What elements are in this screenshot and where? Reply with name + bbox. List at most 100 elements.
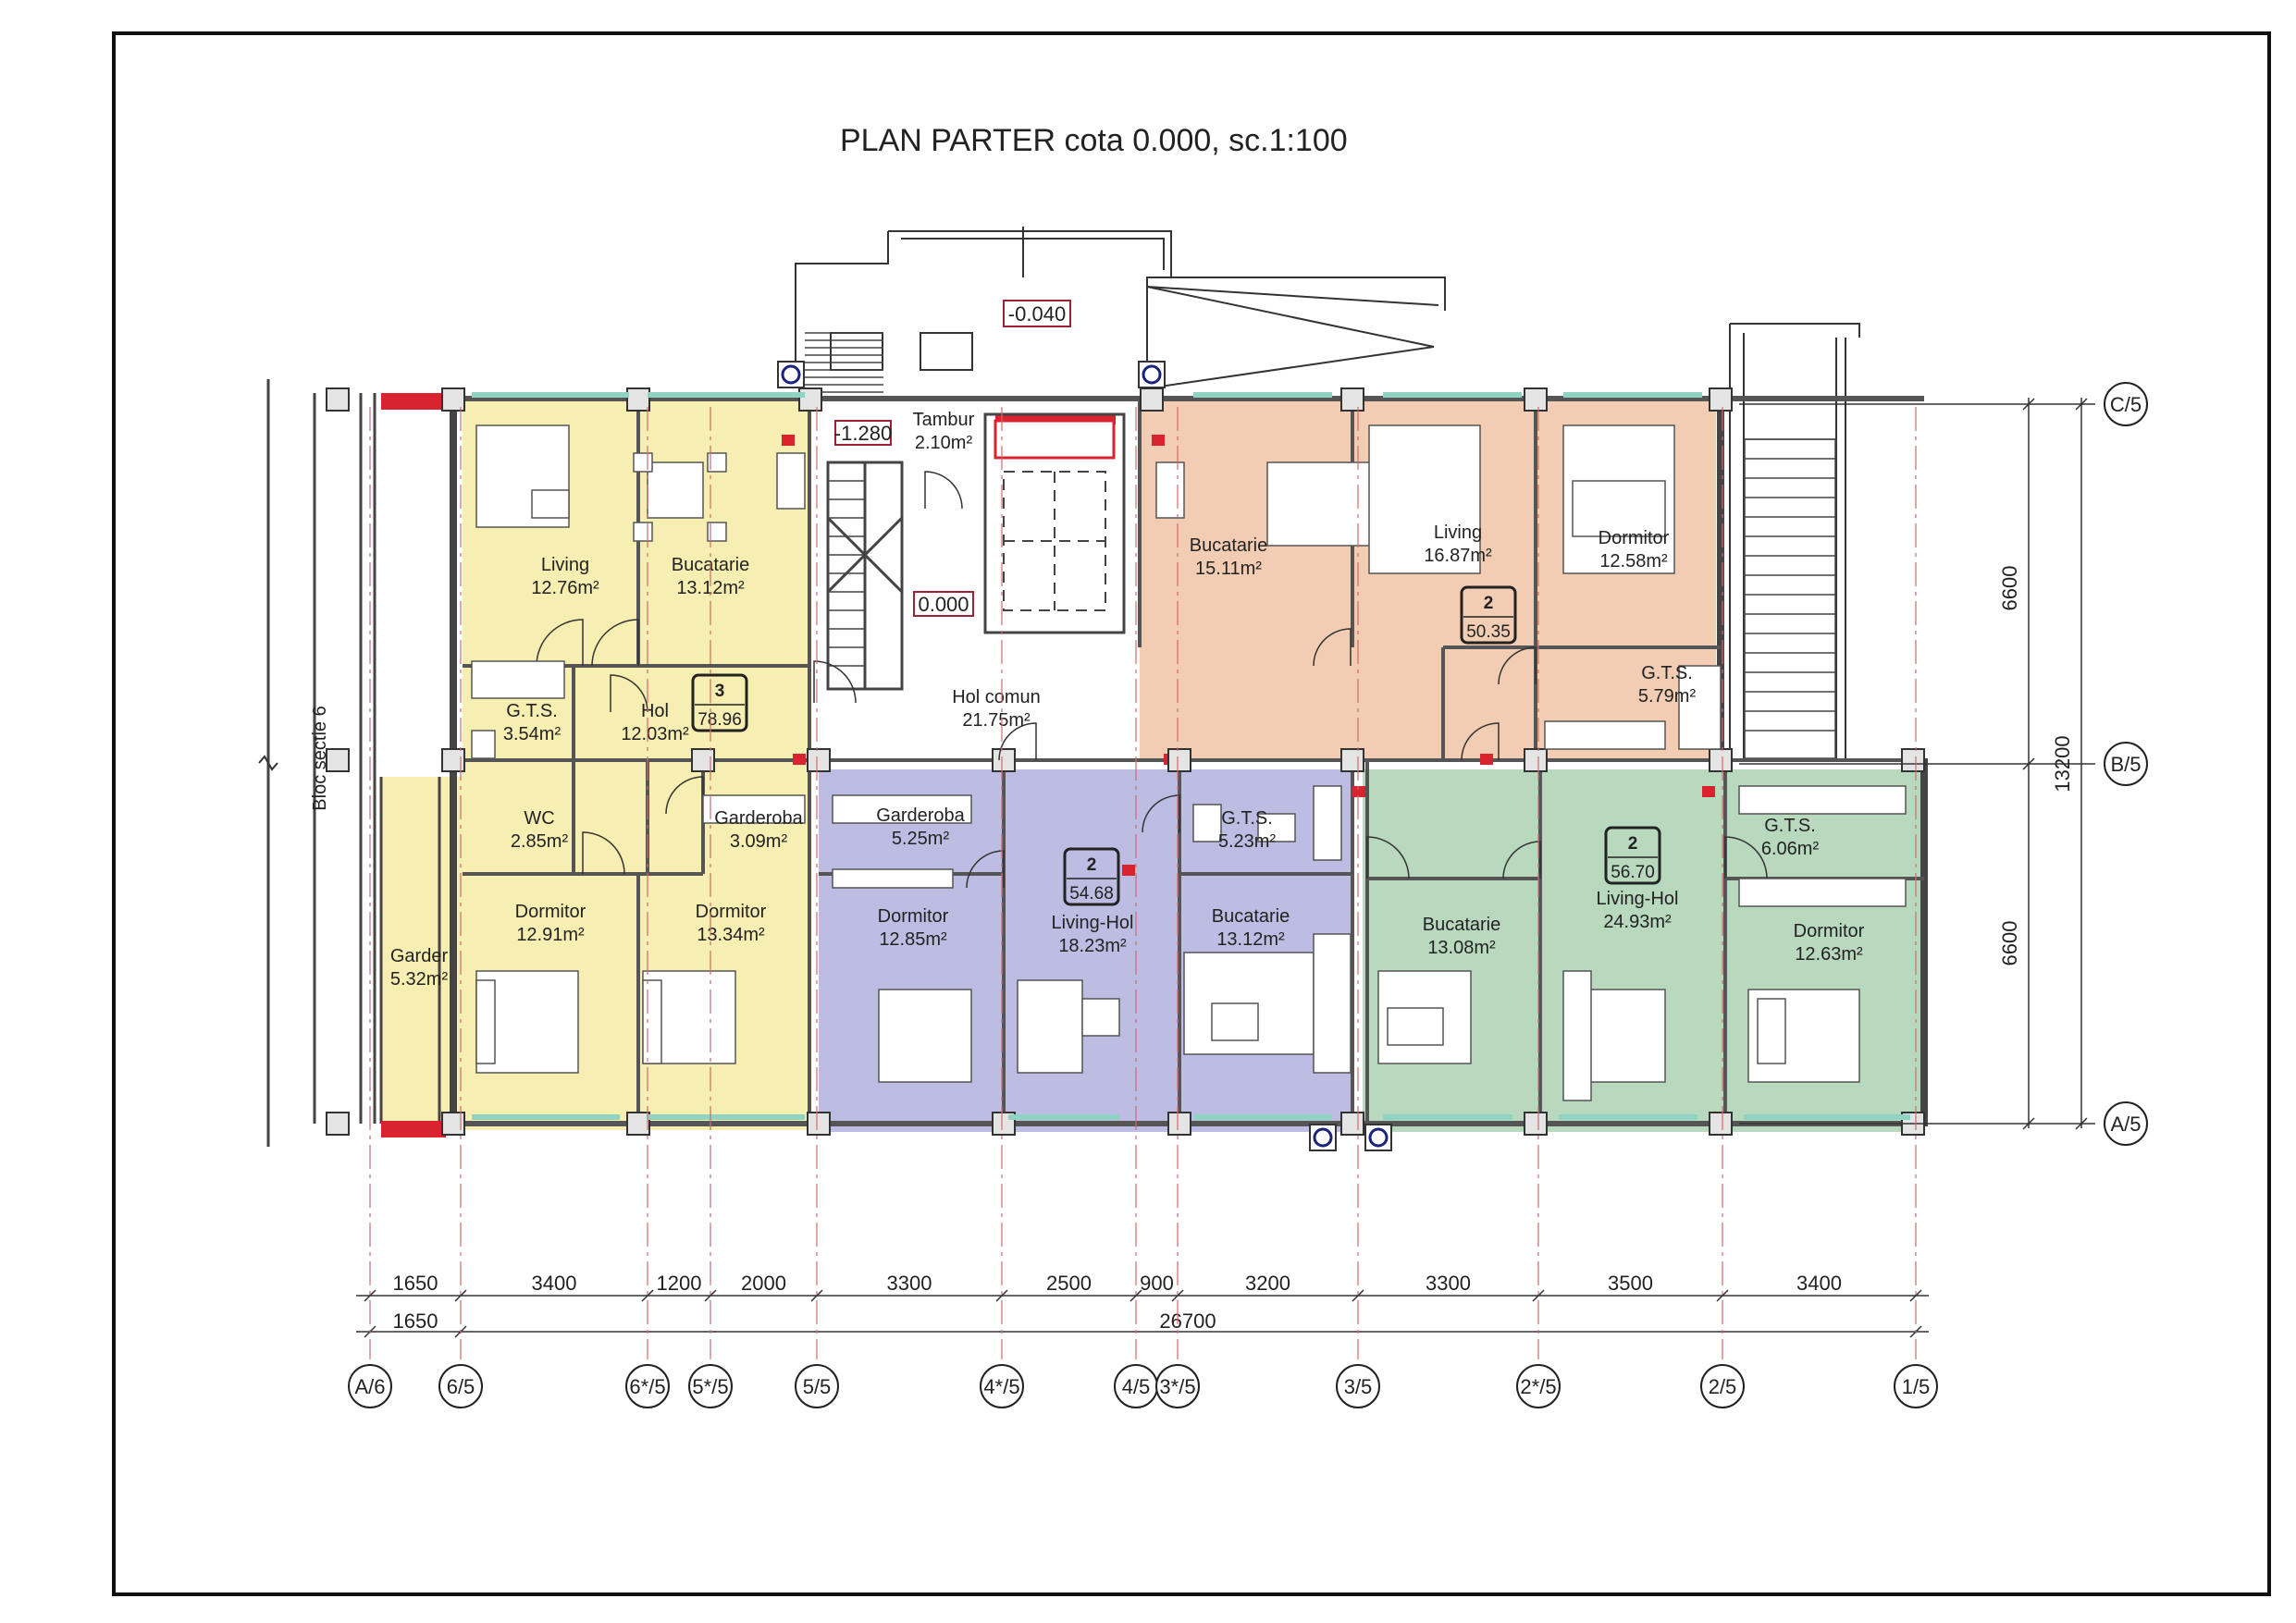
axis-label: 6*/5 [629, 1375, 665, 1398]
dim-value-vertical: 6600 [1998, 566, 2021, 611]
room-area: 5.32m² [390, 969, 449, 990]
column [1167, 748, 1191, 772]
axis-label: 3/5 [1344, 1375, 1373, 1398]
axis-bubble [1336, 1364, 1380, 1408]
window [648, 392, 805, 398]
dim-tick [641, 1289, 654, 1302]
dim-value: 2000 [741, 1272, 786, 1295]
vent-circle [1313, 1127, 1333, 1148]
window [1193, 392, 1332, 398]
window [648, 1114, 805, 1120]
room-area: 6.06m² [1761, 839, 1820, 859]
room-area: 13.34m² [697, 925, 765, 945]
furniture-piece [1738, 878, 1907, 907]
axis-label: 2*/5 [1520, 1375, 1556, 1398]
side-section-label: Bloc sectie 6 [310, 706, 330, 810]
room-area: 12.85m² [879, 929, 947, 950]
window [1008, 1114, 1119, 1120]
column [1167, 1112, 1191, 1136]
room-area: 3.54m² [503, 724, 562, 744]
level-tag-3: 0.000 [918, 593, 969, 616]
door-arc [582, 831, 625, 875]
room-labels: Living12.76m²Bucatarie13.12m²G.T.S.3.54m… [390, 410, 1865, 990]
dim-value: 2500 [1046, 1272, 1092, 1295]
axis-bubble [1155, 1364, 1200, 1408]
axis-label: 5/5 [803, 1375, 832, 1398]
column [992, 748, 1016, 772]
column [326, 748, 350, 772]
window [1563, 392, 1702, 398]
door-arc [1461, 722, 1500, 761]
apartment-area: 56.70 [1611, 863, 1655, 882]
axis-bubble [1516, 1364, 1561, 1408]
dim-value: 3500 [1608, 1272, 1653, 1295]
vent-shafts [777, 361, 1392, 1151]
column [992, 1112, 1016, 1136]
room-name: Hol [641, 701, 669, 721]
axis-bubble [688, 1364, 733, 1408]
dim-value: 900 [1140, 1272, 1174, 1295]
furniture-piece [707, 522, 727, 542]
axis-label: 2/5 [1709, 1375, 1737, 1398]
column [1524, 1112, 1548, 1136]
level-tag-1: -0.040 [1008, 302, 1066, 326]
apartment-rooms: 2 [1484, 594, 1494, 613]
dim-tick [1716, 1289, 1729, 1302]
furniture-piece [1155, 461, 1185, 519]
room-name: Tambur [913, 410, 975, 430]
vent-circle [1368, 1127, 1389, 1148]
axis-bubble [2104, 742, 2148, 786]
furniture-piece [1017, 979, 1083, 1074]
room-area: 2.85m² [511, 831, 569, 852]
level-box-3 [913, 591, 974, 617]
door-arc [998, 722, 1037, 761]
window [472, 1114, 620, 1120]
furniture-piece [1678, 665, 1722, 750]
room-name: Bucatarie [1190, 535, 1268, 556]
furniture-piece [633, 452, 653, 473]
door-arc [966, 850, 1005, 889]
room-name: Dormitor [1599, 528, 1670, 548]
room-name: Garderoba [876, 805, 965, 826]
furniture-piece [471, 730, 496, 759]
dim-tick [364, 1289, 376, 1302]
axis-label: 1/5 [1902, 1375, 1931, 1398]
column [326, 1112, 350, 1136]
door-arc [1502, 841, 1541, 879]
door-arc [1498, 646, 1537, 685]
furniture [471, 424, 1907, 1101]
axis-bubble [2104, 382, 2148, 426]
door-arc [1142, 794, 1180, 833]
apartment-rooms: 2 [1087, 855, 1097, 875]
column [1524, 387, 1548, 412]
column [1901, 748, 1925, 772]
dim-value-total: 26700 [1159, 1309, 1216, 1333]
dim-value: 1650 [393, 1309, 438, 1333]
furniture-piece [878, 989, 972, 1083]
furniture-piece [1313, 933, 1352, 1074]
furniture-piece [647, 461, 704, 519]
room-area: 21.75m² [962, 710, 1031, 731]
room-name: Hol comun [952, 687, 1041, 707]
furniture-piece [633, 522, 653, 542]
common-stair [826, 461, 904, 691]
room-name: Living [1434, 523, 1482, 543]
dim-value: 1200 [657, 1272, 702, 1295]
break-symbol [258, 755, 278, 771]
red-marker [1152, 435, 1165, 446]
column [326, 387, 350, 412]
axis-bubble [348, 1364, 392, 1408]
door-arc [813, 660, 857, 704]
room-area: 18.23m² [1058, 936, 1127, 956]
window [1193, 1114, 1332, 1120]
apartment-tag-box [1604, 826, 1661, 885]
room-name: Dormitor [696, 902, 767, 922]
axis-bubble [438, 1364, 483, 1408]
room-name: G.T.S. [1641, 663, 1693, 683]
axis-bubble [1894, 1364, 1938, 1408]
level-box-1 [1003, 300, 1071, 327]
door-arc [1724, 836, 1768, 879]
room-name: Dormitor [515, 902, 586, 922]
